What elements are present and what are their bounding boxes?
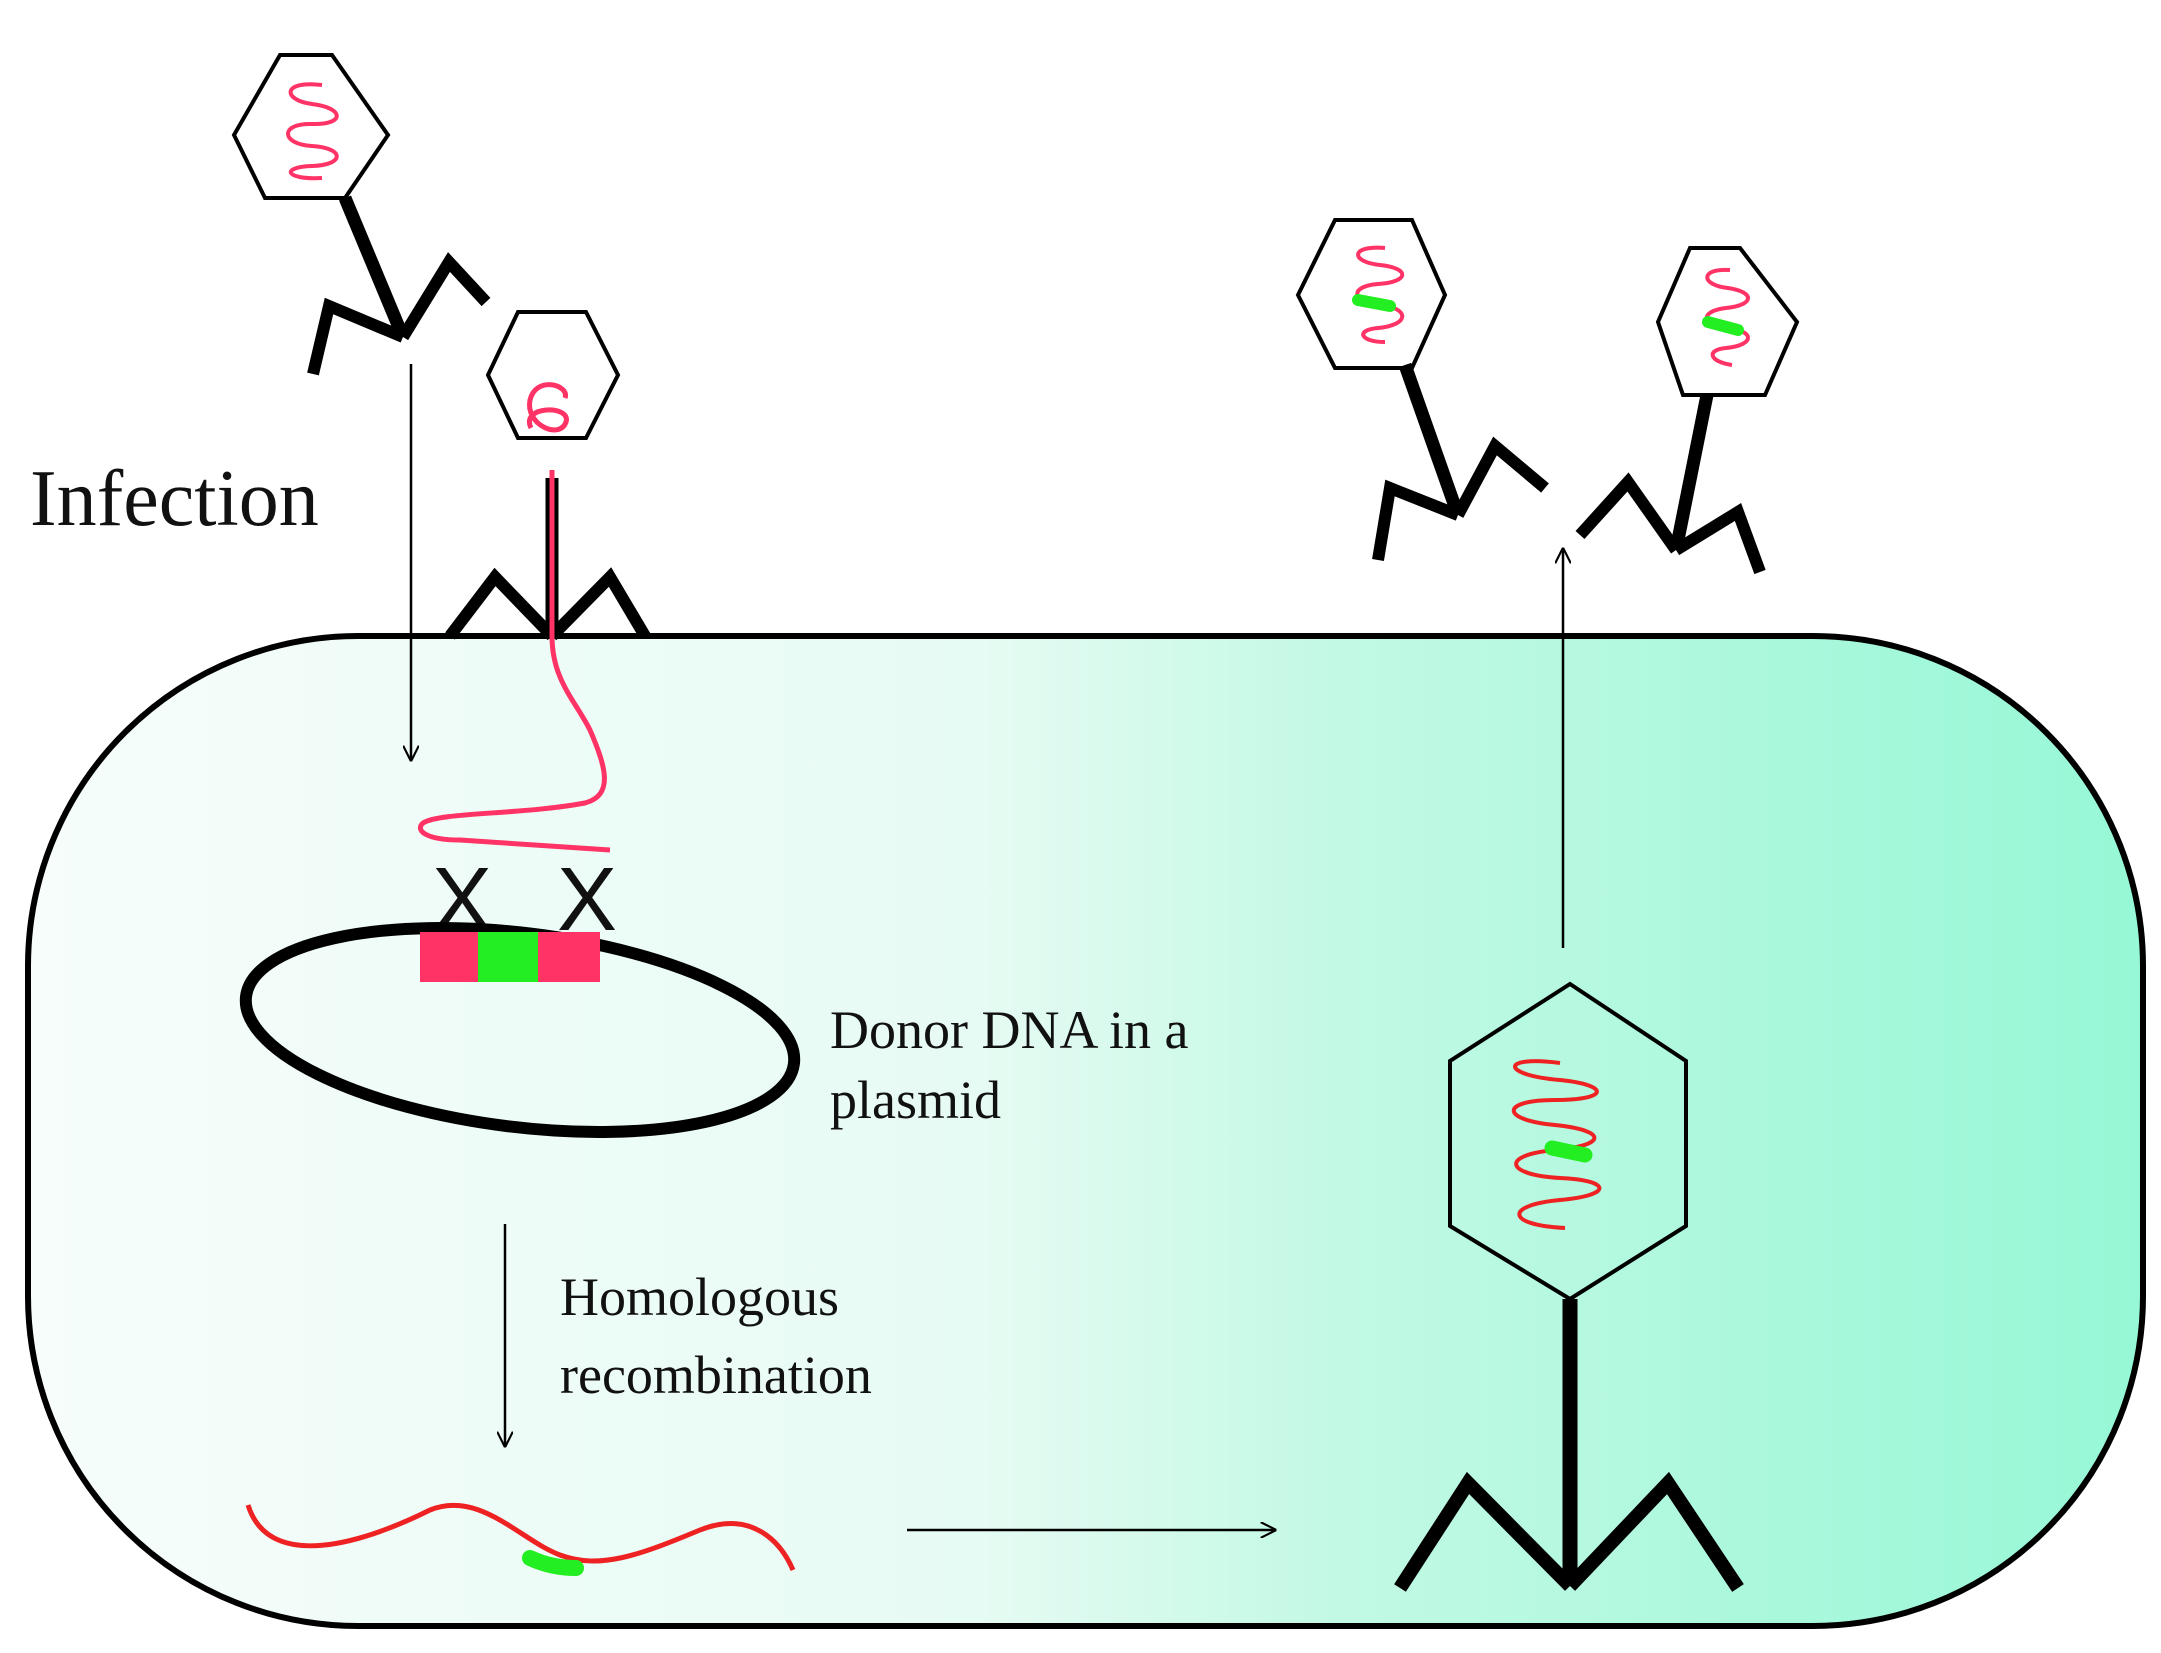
phage-tail-fiber xyxy=(1672,503,1766,575)
donor-plasmid xyxy=(239,922,801,1138)
donor-dna-label: Donor DNA in a plasmid xyxy=(830,1000,1202,1130)
plasmid-insert xyxy=(478,932,540,982)
injected-phage-dna xyxy=(418,470,611,853)
infection-label: Infection xyxy=(30,455,319,543)
phage-tail-fiber xyxy=(1575,472,1681,554)
phage-genome-insert xyxy=(1544,1140,1593,1163)
phage-tail xyxy=(339,195,409,340)
phage-capsid xyxy=(1448,981,1688,1302)
phage-genome-insert xyxy=(1352,294,1396,312)
phage-tail-fiber xyxy=(1564,1471,1744,1592)
recombination-label-line2: recombination xyxy=(560,1345,872,1405)
phage-tail-fiber xyxy=(307,297,406,376)
phage-genome xyxy=(1355,245,1405,344)
phage-tail-fiber xyxy=(547,567,651,641)
recombined-genome xyxy=(245,1502,796,1576)
recombined-insert xyxy=(522,1550,584,1576)
phage-tail xyxy=(1669,393,1714,552)
phage-tail-fiber xyxy=(1394,1471,1575,1592)
bacterial-cell xyxy=(25,633,2146,1629)
phage-tail-fiber xyxy=(1452,436,1549,518)
attached-phage xyxy=(418,310,651,853)
recombination-label: Homologous recombination xyxy=(560,1267,872,1405)
phage-tail-fiber xyxy=(1372,479,1461,561)
progeny-phage-large xyxy=(1394,981,1744,1592)
phage-genome-insert xyxy=(1702,316,1744,336)
donor-dna-label-line2: plasmid xyxy=(830,1070,1001,1130)
phage-genome xyxy=(1511,1059,1602,1230)
recombined-dna-strand xyxy=(245,1502,796,1571)
phage-tail-fiber xyxy=(397,252,491,341)
recombination-label-line1: Homologous xyxy=(560,1267,839,1327)
phage-capsid xyxy=(231,53,391,200)
phage-genome xyxy=(527,382,569,433)
phage-tail-fiber xyxy=(445,567,557,641)
phage-capsid xyxy=(1295,218,1448,370)
free-phage-top-left xyxy=(231,53,491,376)
released-phage-left xyxy=(1295,218,1549,561)
donor-dna-label-line1: Donor DNA in a xyxy=(830,1000,1188,1060)
released-phage-right xyxy=(1575,246,1800,575)
plasmid-homology-arm-left xyxy=(420,932,480,982)
plasmid-homology-arm-right xyxy=(538,932,600,982)
phage-capsid xyxy=(485,310,621,440)
phage-tail xyxy=(1398,362,1465,518)
phage-genome xyxy=(286,82,339,181)
